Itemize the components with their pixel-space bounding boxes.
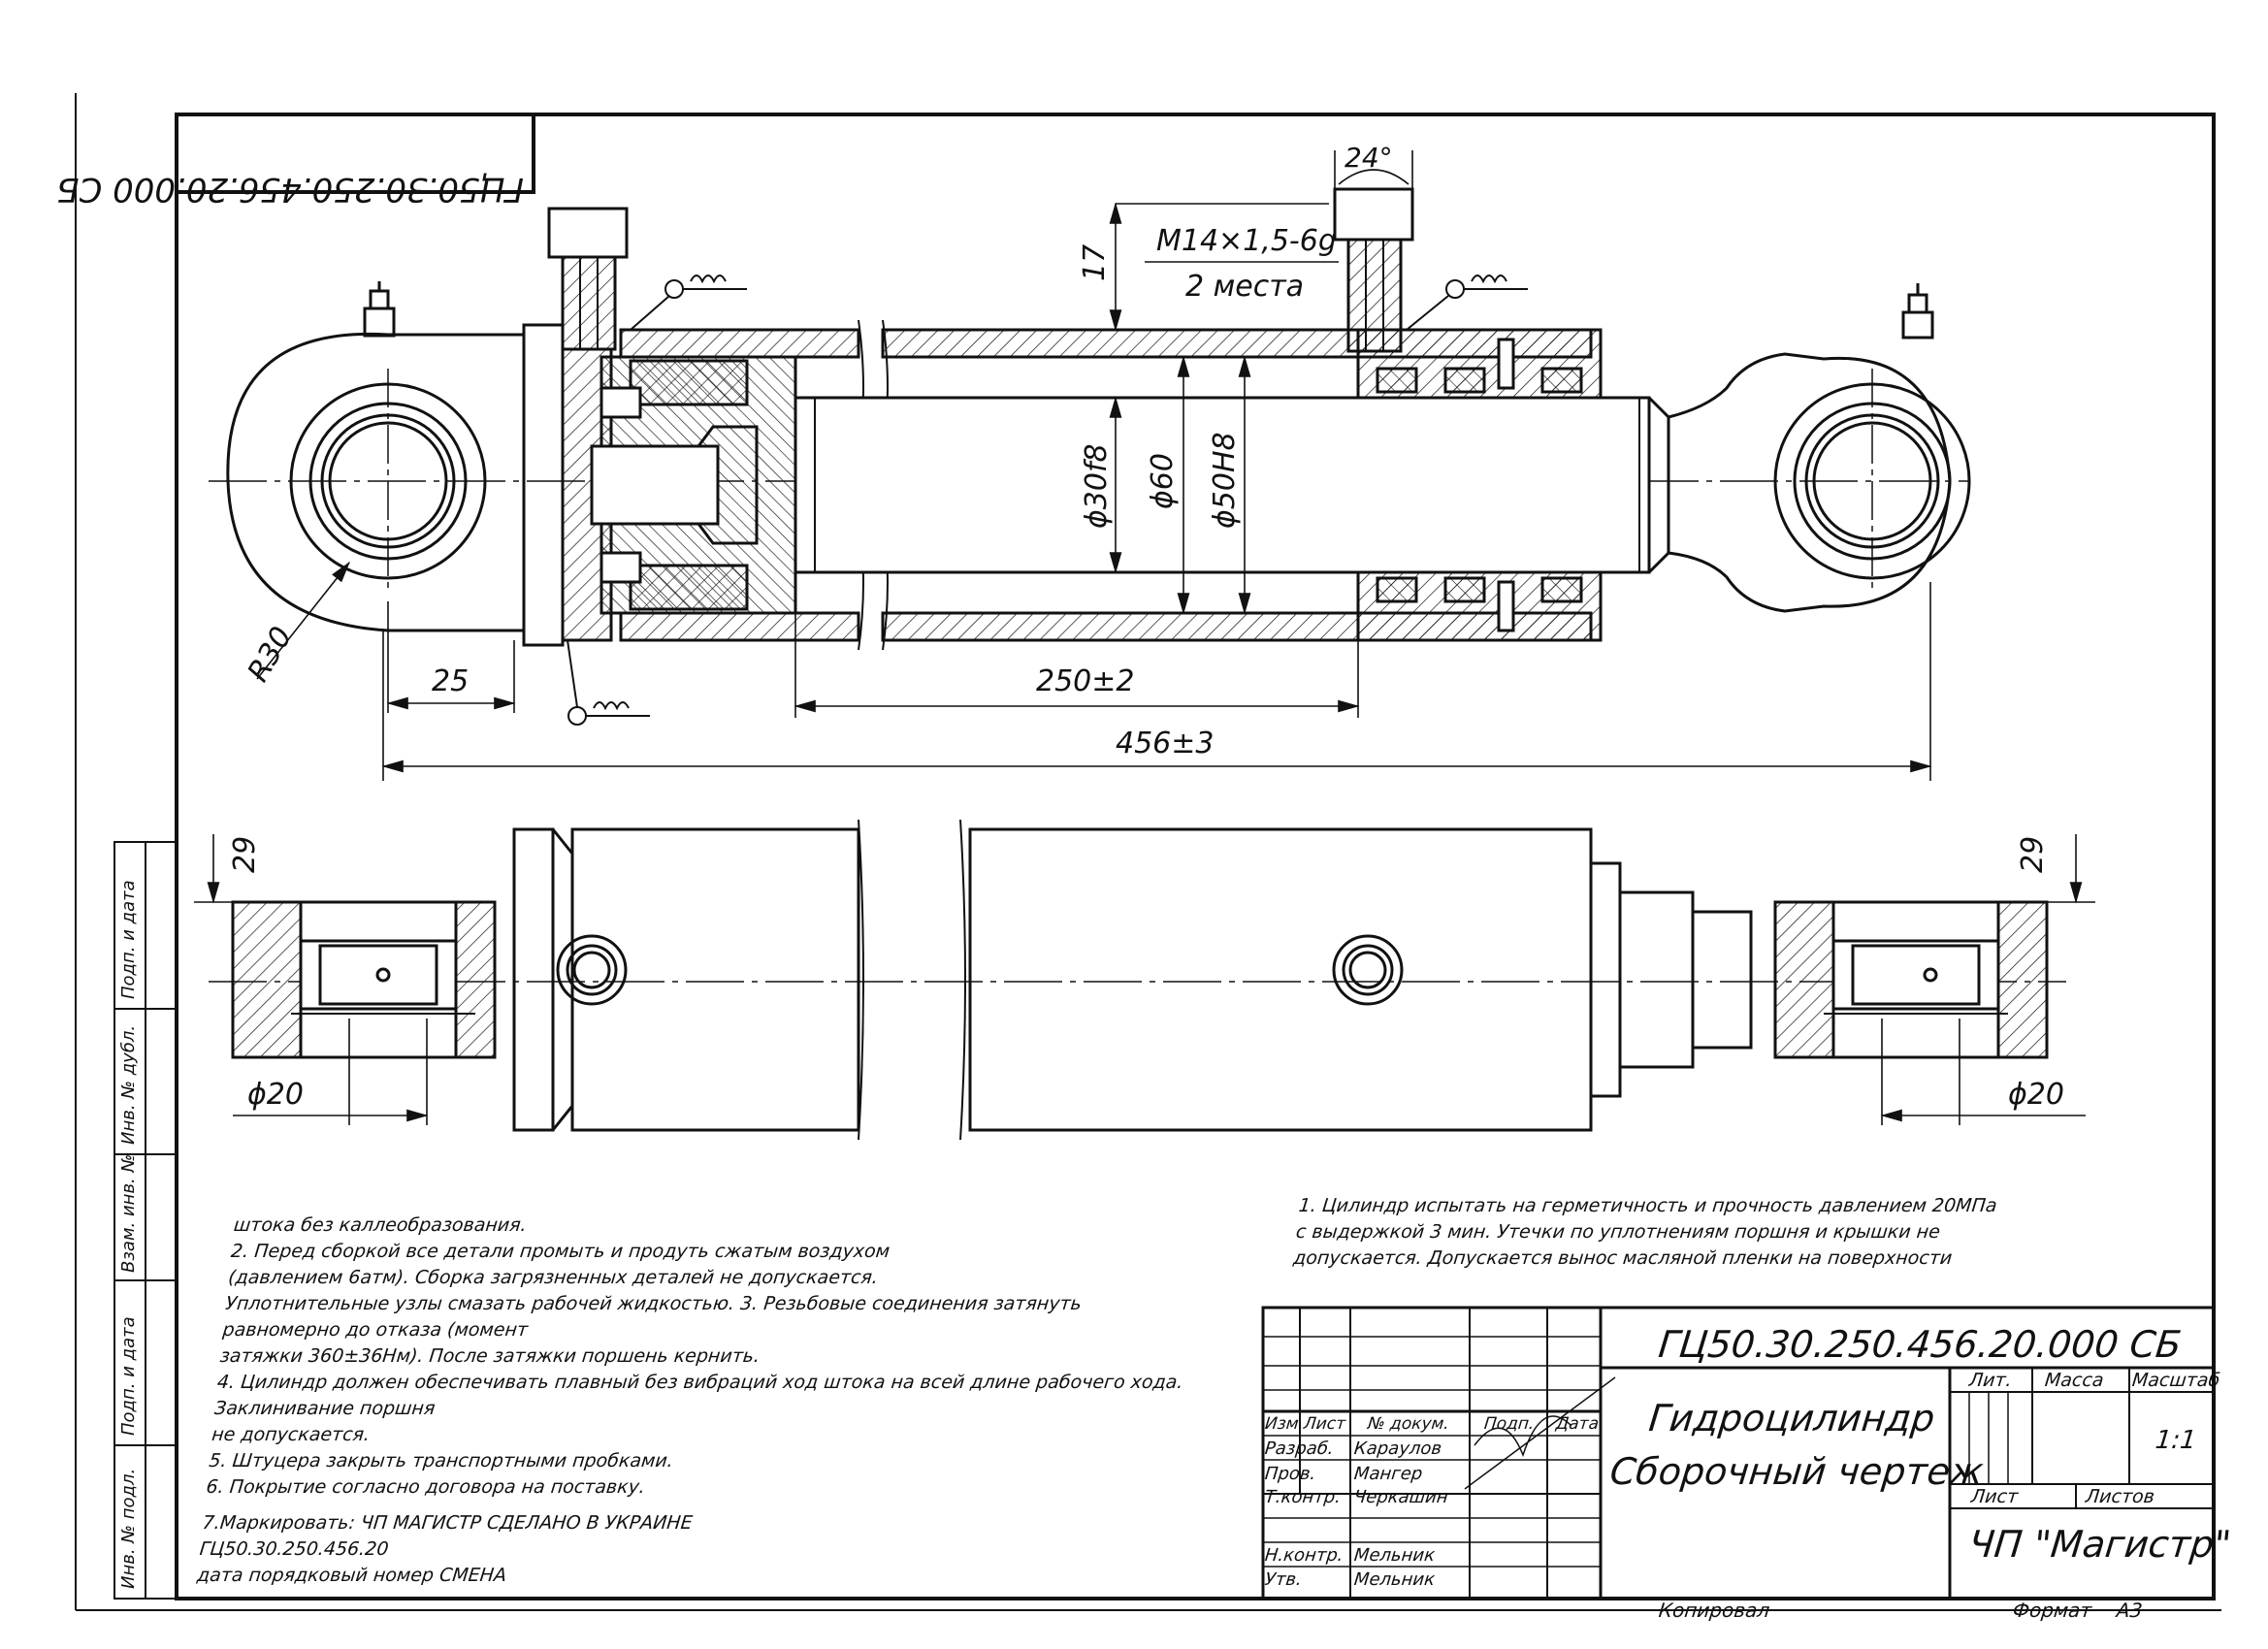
format-value: А3 <box>2115 1599 2144 1622</box>
note-line: 2. Перед сборкой все детали промыть и пр… <box>230 1241 891 1262</box>
rod-gland <box>1356 328 1603 642</box>
nkontr-name: Мельник <box>1352 1545 1437 1566</box>
col-list: Лист <box>1302 1414 1347 1434</box>
note-line: дата порядковый номер СМЕНА <box>195 1565 508 1586</box>
designation: ГЦ50.30.250.456.20.000 СБ <box>1656 1323 2184 1366</box>
col-doc: № докум. <box>1366 1414 1450 1434</box>
note-line: штока без каллеобразования. <box>232 1214 528 1236</box>
side-stamp-label-2: Инв. № дубл. <box>118 1024 139 1145</box>
note-line: Уплотнительные узлы смазать рабочей жидк… <box>224 1293 1084 1314</box>
dim-d30: ϕ30f8 <box>1080 443 1114 529</box>
drawing-name-1: Гидроцилиндр <box>1646 1397 1937 1439</box>
lit-label: Лит. <box>1967 1370 2013 1391</box>
note-line: с выдержкой 3 мин. Утечки по уплотнениям… <box>1294 1221 1942 1243</box>
row-tkontr: Т.контр. <box>1263 1487 1343 1507</box>
places-dim: 2 места <box>1185 270 1304 304</box>
note-line: равномерно до отказа (момент <box>221 1319 530 1341</box>
note-line <box>204 1501 1171 1510</box>
dimensions-main <box>256 150 1932 781</box>
note-line: допускается. Допускается вынос масляной … <box>1292 1247 1954 1269</box>
title-block-grid <box>1261 1306 2216 1600</box>
angle-dim: 24° <box>1345 142 1393 174</box>
col-date: Дата <box>1554 1414 1601 1434</box>
dim-17: 17 <box>1078 244 1112 281</box>
dim-d20-left: ϕ20 <box>247 1078 304 1112</box>
company-name: ЧП "Магистр" <box>1966 1523 2233 1566</box>
note-line: 7.Маркировать: ЧП МАГИСТР СДЕЛАНО В УКРА… <box>201 1512 694 1534</box>
note-line: 5. Штуцера закрыть транспортными пробкам… <box>208 1450 675 1471</box>
note-line: 1. Цилиндр испытать на герметичность и п… <box>1297 1195 1998 1216</box>
dim-29-left: 29 <box>228 836 262 873</box>
piston <box>590 355 797 615</box>
row-prov: Пров. <box>1263 1464 1317 1484</box>
note-line: затяжки 360±36Нм). После затяжки поршень… <box>218 1345 761 1367</box>
dim-25: 25 <box>432 664 469 698</box>
side-stamp-label-1: Подп. и дата <box>118 880 139 999</box>
dim-250: 250±2 <box>1036 664 1134 698</box>
dim-r30: R30 <box>242 621 300 688</box>
sheets-label: Листов <box>2084 1486 2156 1507</box>
scale-value: 1:1 <box>2154 1426 2198 1455</box>
col-izm: Изм. <box>1263 1414 1306 1434</box>
dim-29-right: 29 <box>2016 836 2050 873</box>
sheet-label: Лист <box>1969 1486 2020 1507</box>
row-nkontr: Н.контр. <box>1263 1545 1345 1566</box>
mirrored-code-text: ГЦ50.30.250.456.20.000 СБ <box>56 170 524 209</box>
left-port-fitting <box>547 207 629 351</box>
prov-name: Мангер <box>1352 1464 1424 1484</box>
technical-notes-right: 1. Цилиндр испытать на герметичность и п… <box>1292 1193 1998 1272</box>
right-port-fitting <box>1333 187 1414 353</box>
utv-name: Мельник <box>1352 1569 1437 1590</box>
side-stamp-label-4: Подп. и дата <box>118 1316 139 1436</box>
drawing-name-2: Сборочный чертеж <box>1607 1450 1986 1493</box>
note-line: 4. Цилиндр должен обеспечивать плавный б… <box>215 1372 1184 1393</box>
row-utv: Утв. <box>1263 1569 1303 1590</box>
note-line: 6. Покрытие согласно договора на поставк… <box>205 1476 647 1498</box>
main-section-view <box>209 187 1971 651</box>
side-stamp-label-3: Взам. инв. № <box>118 1153 139 1273</box>
format-label: Формат <box>2011 1599 2093 1622</box>
note-line: ГЦ50.30.250.456.20 <box>198 1538 390 1560</box>
razrab-name: Караулов <box>1352 1439 1443 1459</box>
note-line: (давлением 6атм). Сборка загрязненных де… <box>227 1267 880 1288</box>
weld-symbols <box>567 275 1528 726</box>
technical-notes-left: штока без каллеобразования. 2. Перед сбо… <box>196 1212 1201 1589</box>
right-rod-eye <box>1668 283 1971 613</box>
masshtab-label: Масштаб <box>2130 1370 2221 1391</box>
row-razrab: Разраб. <box>1263 1439 1335 1459</box>
mirrored-code-box: ГЦ50.30.250.456.20.000 СБ <box>56 113 535 209</box>
massa-label: Масса <box>2043 1370 2105 1391</box>
dim-d60: ϕ60 <box>1146 453 1180 509</box>
dim-d20-right: ϕ20 <box>2008 1078 2064 1112</box>
note-line: не допускается. <box>211 1424 372 1445</box>
col-sign: Подп. <box>1482 1414 1536 1434</box>
side-stamp-label-5: Инв. № подл. <box>118 1468 139 1589</box>
bottom-view <box>209 819 2066 1141</box>
left-rod-eye <box>226 281 526 632</box>
side-stamp <box>113 841 178 1600</box>
dim-d50: ϕ50H8 <box>1208 432 1242 529</box>
dim-456: 456±3 <box>1116 727 1214 760</box>
note-line: Заклинивание поршня <box>213 1398 437 1419</box>
kopiroval: Копировал <box>1657 1599 1771 1622</box>
dimensions-bottom <box>194 834 2095 1125</box>
tkontr-name: Черкашин <box>1352 1487 1449 1507</box>
piston-rod <box>794 396 1670 574</box>
thread-dim: M14×1,5-6g <box>1156 224 1337 258</box>
